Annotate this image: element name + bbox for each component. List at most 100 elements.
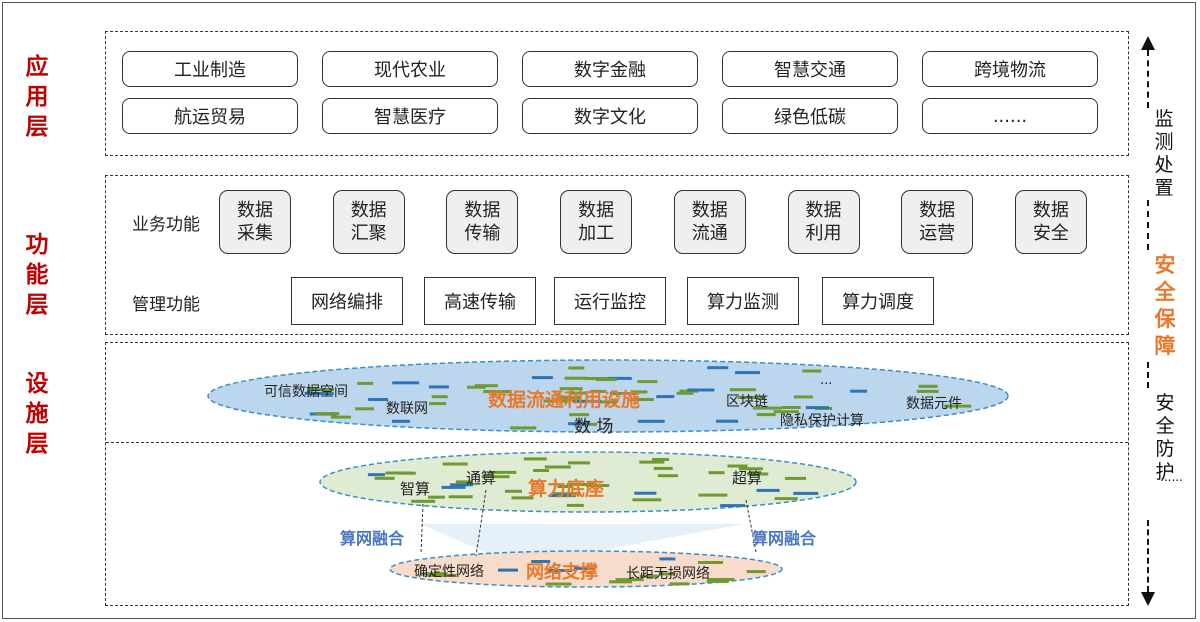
side-label-more: ......	[1160, 470, 1183, 484]
bar-mark	[756, 413, 776, 417]
bar-mark	[720, 504, 746, 508]
arrow-shaft-top	[1147, 50, 1149, 108]
arrow-up-icon	[1141, 36, 1155, 50]
bar-mark	[752, 406, 782, 410]
bar-mark	[566, 503, 584, 507]
application-layer-box	[105, 31, 1129, 156]
side-label-monitor: 监测处置	[1154, 108, 1174, 199]
layer-label-application: 应用层	[25, 54, 49, 140]
bar-mark	[567, 422, 590, 426]
business-function-line: 安全	[1032, 223, 1069, 244]
fusion-label-right: 算网融合	[752, 529, 817, 548]
bar-mark	[639, 574, 658, 578]
bar-mark	[729, 388, 756, 392]
bar-mark	[429, 402, 447, 406]
bar-mark	[802, 369, 822, 373]
bar-mark	[918, 384, 938, 388]
business-function-line: 数据	[805, 200, 842, 221]
bar-mark	[466, 385, 486, 389]
bar-mark	[568, 391, 588, 395]
bar-mark	[676, 391, 694, 395]
bar-mark	[427, 573, 457, 577]
bar-mark	[557, 485, 574, 488]
side-label-guarantee: 安全保障	[1154, 253, 1176, 358]
bar-mark	[669, 582, 690, 586]
bar-mark	[652, 458, 670, 461]
fusion-label-left: 算网融合	[340, 529, 405, 548]
business-function-text: 数据安全	[1033, 199, 1069, 245]
business-function-line: 数据	[350, 200, 387, 221]
application-box: 数字文化	[522, 98, 698, 134]
application-box: ......	[922, 98, 1098, 134]
item-lossless-network: 长距无损网络	[626, 566, 710, 582]
bar-mark	[590, 389, 607, 393]
data-facility-ellipse	[207, 359, 1009, 433]
bar-mark	[307, 388, 335, 392]
item-general-computing: 通算	[466, 469, 496, 487]
bar-mark	[773, 410, 799, 414]
bar-mark	[483, 390, 512, 393]
application-box: 绿色低碳	[722, 98, 898, 134]
infrastructure-diagram: 可信数据空间 数联网 区块链 隐私保护计算 数据元件 数 场 ... 数据流通利…	[207, 359, 1009, 588]
business-function-box: 数据利用	[787, 190, 860, 254]
business-function-line: 数据	[1032, 200, 1069, 221]
bar-mark	[595, 378, 617, 381]
bar-mark	[707, 366, 729, 370]
bar-mark	[544, 465, 571, 469]
bar-mark	[428, 385, 449, 389]
layer-label-function: 功能层	[25, 232, 49, 318]
bar-mark	[511, 496, 534, 500]
bar-mark	[428, 495, 445, 499]
arrow-shaft-mid2	[1147, 362, 1149, 388]
bar-mark	[548, 569, 573, 572]
business-function-line: 利用	[805, 223, 842, 244]
bar-mark	[448, 495, 473, 499]
bar-mark	[481, 475, 510, 479]
item-data-network: 数联网	[386, 401, 428, 417]
bar-mark	[657, 474, 678, 478]
application-box: 智慧医疗	[322, 98, 498, 134]
bar-mark	[564, 376, 588, 380]
bar-mark	[656, 395, 675, 399]
bar-mark	[357, 381, 374, 385]
connector-line-zhisuan	[420, 503, 424, 555]
connector-line-chaosuan	[745, 499, 757, 553]
bar-mark	[389, 471, 413, 475]
bar-mark	[304, 392, 334, 395]
business-function-line: 数据	[237, 200, 273, 221]
bar-mark	[653, 466, 673, 470]
item-data-element: 数据元件	[906, 396, 962, 412]
bar-mark	[639, 460, 665, 464]
bar-mark	[785, 476, 806, 480]
bar-mark	[531, 560, 551, 563]
item-deterministic-network: 确定性网络	[414, 564, 484, 580]
business-function-line: 数据	[919, 200, 956, 221]
bar-mark	[850, 389, 868, 393]
bar-mark	[793, 395, 813, 399]
bar-mark	[368, 398, 389, 401]
business-function-line: 数据	[691, 200, 728, 221]
business-function-line: 流通	[691, 223, 728, 244]
application-box: 现代农业	[322, 51, 498, 87]
fusion-funnel	[420, 524, 744, 556]
bar-mark	[698, 493, 728, 497]
compute-base-title: 算力底座	[528, 477, 604, 500]
bar-mark	[793, 491, 819, 495]
business-function-label: 业务功能	[132, 215, 200, 235]
bar-mark	[630, 390, 648, 394]
bar-mark	[531, 376, 553, 380]
bar-mark	[392, 381, 420, 385]
function-layer-box	[105, 175, 1129, 335]
bar-mark	[549, 494, 576, 498]
bar-mark	[756, 488, 780, 492]
bar-mark	[727, 464, 748, 468]
bar-mark	[737, 395, 766, 399]
bar-mark	[707, 578, 735, 581]
bar-mark	[781, 406, 801, 409]
business-function-text: 数据采集	[237, 199, 273, 245]
business-function-line: 数据	[578, 200, 615, 221]
business-function-line: 采集	[237, 223, 273, 244]
bar-mark	[735, 371, 761, 375]
side-label-protection: 安全防护	[1155, 392, 1175, 483]
bar-mark	[374, 476, 395, 480]
